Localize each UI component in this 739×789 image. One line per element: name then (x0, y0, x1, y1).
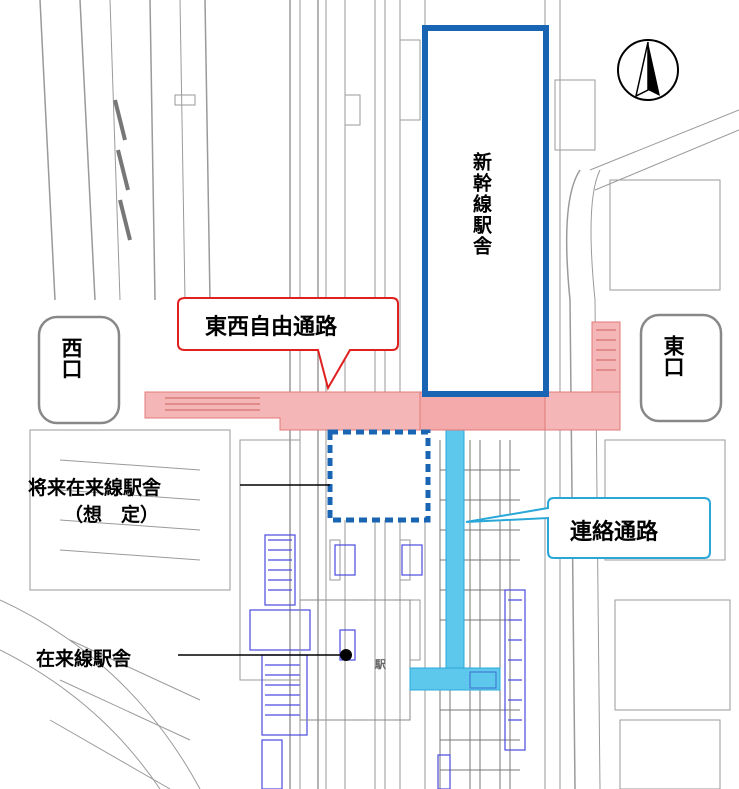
shinkansen-station-box (422, 25, 549, 397)
west-exit-box (37, 315, 121, 425)
connecting-passage-callout (465, 497, 711, 559)
future-station-note: （想 定） (64, 504, 160, 526)
free-passage-label: 東西自由通路 (205, 315, 338, 340)
future-station-label: 将来在来線駅舎 (28, 477, 162, 499)
station-outline (299, 599, 411, 721)
east-exit-label: 東口 (661, 335, 685, 377)
map-station-text: 駅 (374, 658, 386, 671)
conventional-station-marker (340, 649, 352, 661)
conventional-station-drawing (249, 534, 526, 789)
shinkansen-station-label: 新幹線駅舎 (470, 152, 492, 257)
connecting-passage (409, 427, 501, 691)
free-passage (144, 321, 621, 431)
future-station-box (327, 429, 431, 523)
north-arrow-icon (617, 39, 679, 101)
west-exit-label: 西口 (59, 337, 83, 379)
conventional-station-label: 在来線駅舎 (36, 648, 132, 670)
connecting-passage-label: 連絡通路 (570, 520, 659, 545)
east-exit-box (639, 313, 723, 423)
free-passage-callout (177, 297, 399, 391)
